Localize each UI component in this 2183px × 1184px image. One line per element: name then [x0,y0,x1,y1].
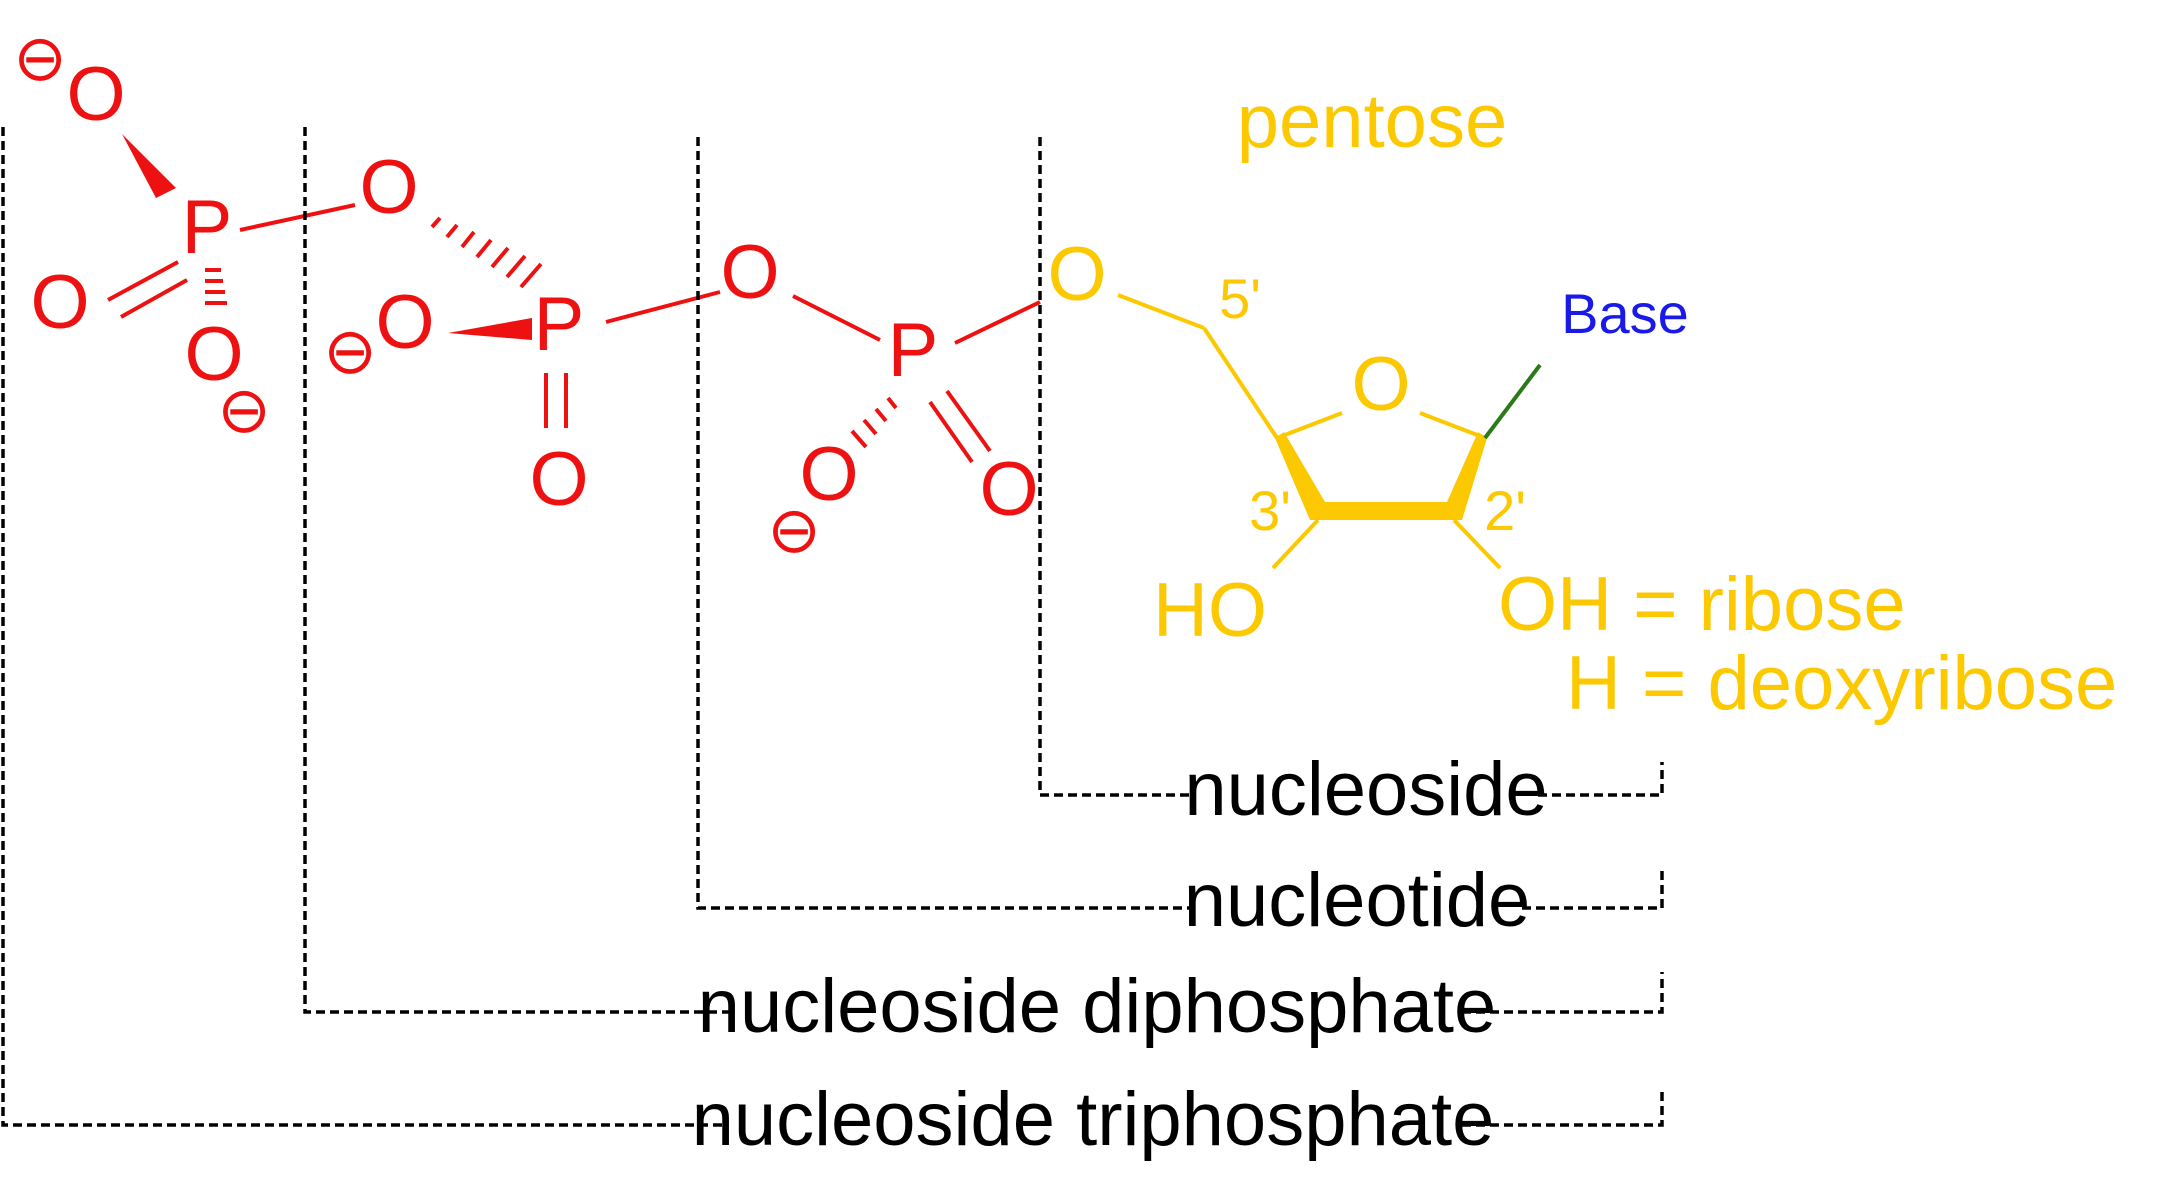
charge-gamma-bottom: ⊖ [217,374,271,448]
bond-beta-bridge [605,290,721,324]
substituent-ribose: OH = ribose [1498,562,1906,647]
oxygen-beta-anionic: O [375,280,434,365]
wedge-bond-gamma [122,134,176,198]
bond-o5-c5 [1117,293,1205,330]
double-bond-alpha-b [945,389,992,453]
hash-bond-beta [430,216,543,289]
oxygen-bridge-gamma-beta: O [359,145,418,230]
bracket-nucleotide: nucleotide [696,137,1664,943]
wedge-bond-beta [448,318,532,340]
ring-bond-c3-c2 [1310,502,1462,520]
bond-gamma-bridge [239,203,356,232]
pentose-title: pentose [1237,79,1507,164]
oxygen-gamma-double: O [30,260,89,345]
glycosidic-bond [1483,363,1542,440]
bond-c5-c4 [1202,326,1279,440]
label-triphosphate: nucleoside triphosphate [692,1077,1495,1162]
position-2-prime: 2' [1484,479,1526,542]
bond-o4-c1 [1419,411,1486,440]
ring-bond-c2-c1 [1447,432,1487,520]
label-diphosphate: nucleoside diphosphate [698,964,1497,1049]
bond-c3-o3 [1271,518,1320,570]
bracket-nucleoside: nucleoside [1038,137,1664,832]
charge-gamma-top: ⊖ [13,22,67,96]
substituent-deoxyribose: H = deoxyribose [1566,641,2117,726]
bond-c2-o2 [1452,518,1502,570]
hydroxyl-3-prime: HO [1153,568,1267,653]
double-bond-gamma-a [107,260,179,302]
bond-alpha-ester [954,300,1041,345]
bond-alpha-bridge [792,294,881,342]
charge-beta: ⊖ [323,315,377,389]
bond-c4-o4 [1276,411,1343,440]
position-3-prime: 3' [1249,479,1291,542]
classification-brackets: nucleoside nucleotide nucleoside diphosp… [1,127,1664,1162]
sugar-labels: pentose O O 5' 3' 2' HO OH = ribose H = … [1047,79,2117,726]
hash-bond-gamma [205,268,227,305]
label-nucleotide: nucleotide [1184,858,1531,943]
phosphate-chain: P P P O O O O O O O O O ⊖ ⊖ ⊖ ⊖ [13,22,1041,568]
bracket-diphosphate: nucleoside diphosphate [303,127,1664,1049]
oxygen-bridge-beta-alpha: O [720,230,779,315]
double-bond-gamma-b [120,278,188,319]
phosphate-atoms: P P P O O O O O O O O O [30,52,1038,532]
double-bond-alpha-a [928,400,974,464]
oxygen-beta-double: O [529,437,588,522]
bracket-triphosphate: nucleoside triphosphate [1,127,1664,1162]
oxygen-alpha-anionic: O [799,432,858,517]
label-nucleoside: nucleoside [1184,747,1547,832]
phosphorus-beta: P [534,282,585,367]
oxygen-gamma-anionic-bottom: O [184,312,243,397]
negative-charges: ⊖ ⊖ ⊖ ⊖ [13,22,821,568]
position-5-prime: 5' [1219,267,1261,330]
oxygen-gamma-anionic-top: O [66,52,125,137]
phosphorus-alpha: P [888,308,939,393]
phosphorus-gamma: P [182,185,233,270]
ring-bond-c4-c3 [1275,432,1325,520]
oxygen-alpha-double: O [979,447,1038,532]
pentose-sugar: pentose O O 5' 3' 2' HO OH = ribose H = … [1047,79,2117,726]
ring-oxygen: O [1351,342,1410,427]
base-label: Base [1561,282,1689,345]
oxygen-5-prime: O [1047,232,1106,317]
charge-alpha: ⊖ [767,494,821,568]
hash-bond-alpha [850,396,898,449]
